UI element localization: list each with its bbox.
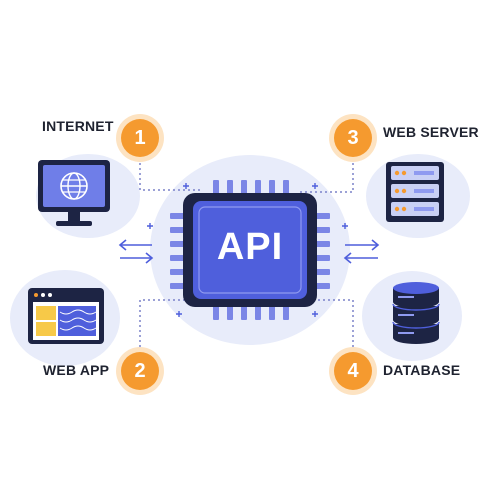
connector-database — [300, 299, 354, 352]
web-server-label: WEB SERVER — [383, 124, 479, 140]
step-badge-3: 3 — [334, 119, 372, 157]
sparkles — [147, 183, 348, 317]
arrows-right — [343, 239, 380, 264]
step-badge-1: 1 — [121, 119, 159, 157]
database-illustration — [392, 282, 440, 344]
connector-web-app — [139, 299, 200, 352]
monitor-illustration — [38, 160, 110, 226]
step-badge-2: 2 — [121, 352, 159, 390]
connector-web-server — [300, 158, 354, 193]
internet-label: INTERNET — [42, 118, 114, 134]
arrows-left — [118, 239, 154, 264]
server-illustration — [386, 162, 444, 222]
api-chip-label: API — [216, 226, 284, 268]
browser-illustration — [28, 288, 104, 344]
database-label: DATABASE — [383, 362, 461, 378]
connector-internet — [139, 158, 200, 191]
web-app-label: WEB APP — [43, 362, 110, 378]
connector-lines — [139, 158, 354, 352]
api-chip — [170, 180, 330, 320]
step-badge-4: 4 — [334, 352, 372, 390]
